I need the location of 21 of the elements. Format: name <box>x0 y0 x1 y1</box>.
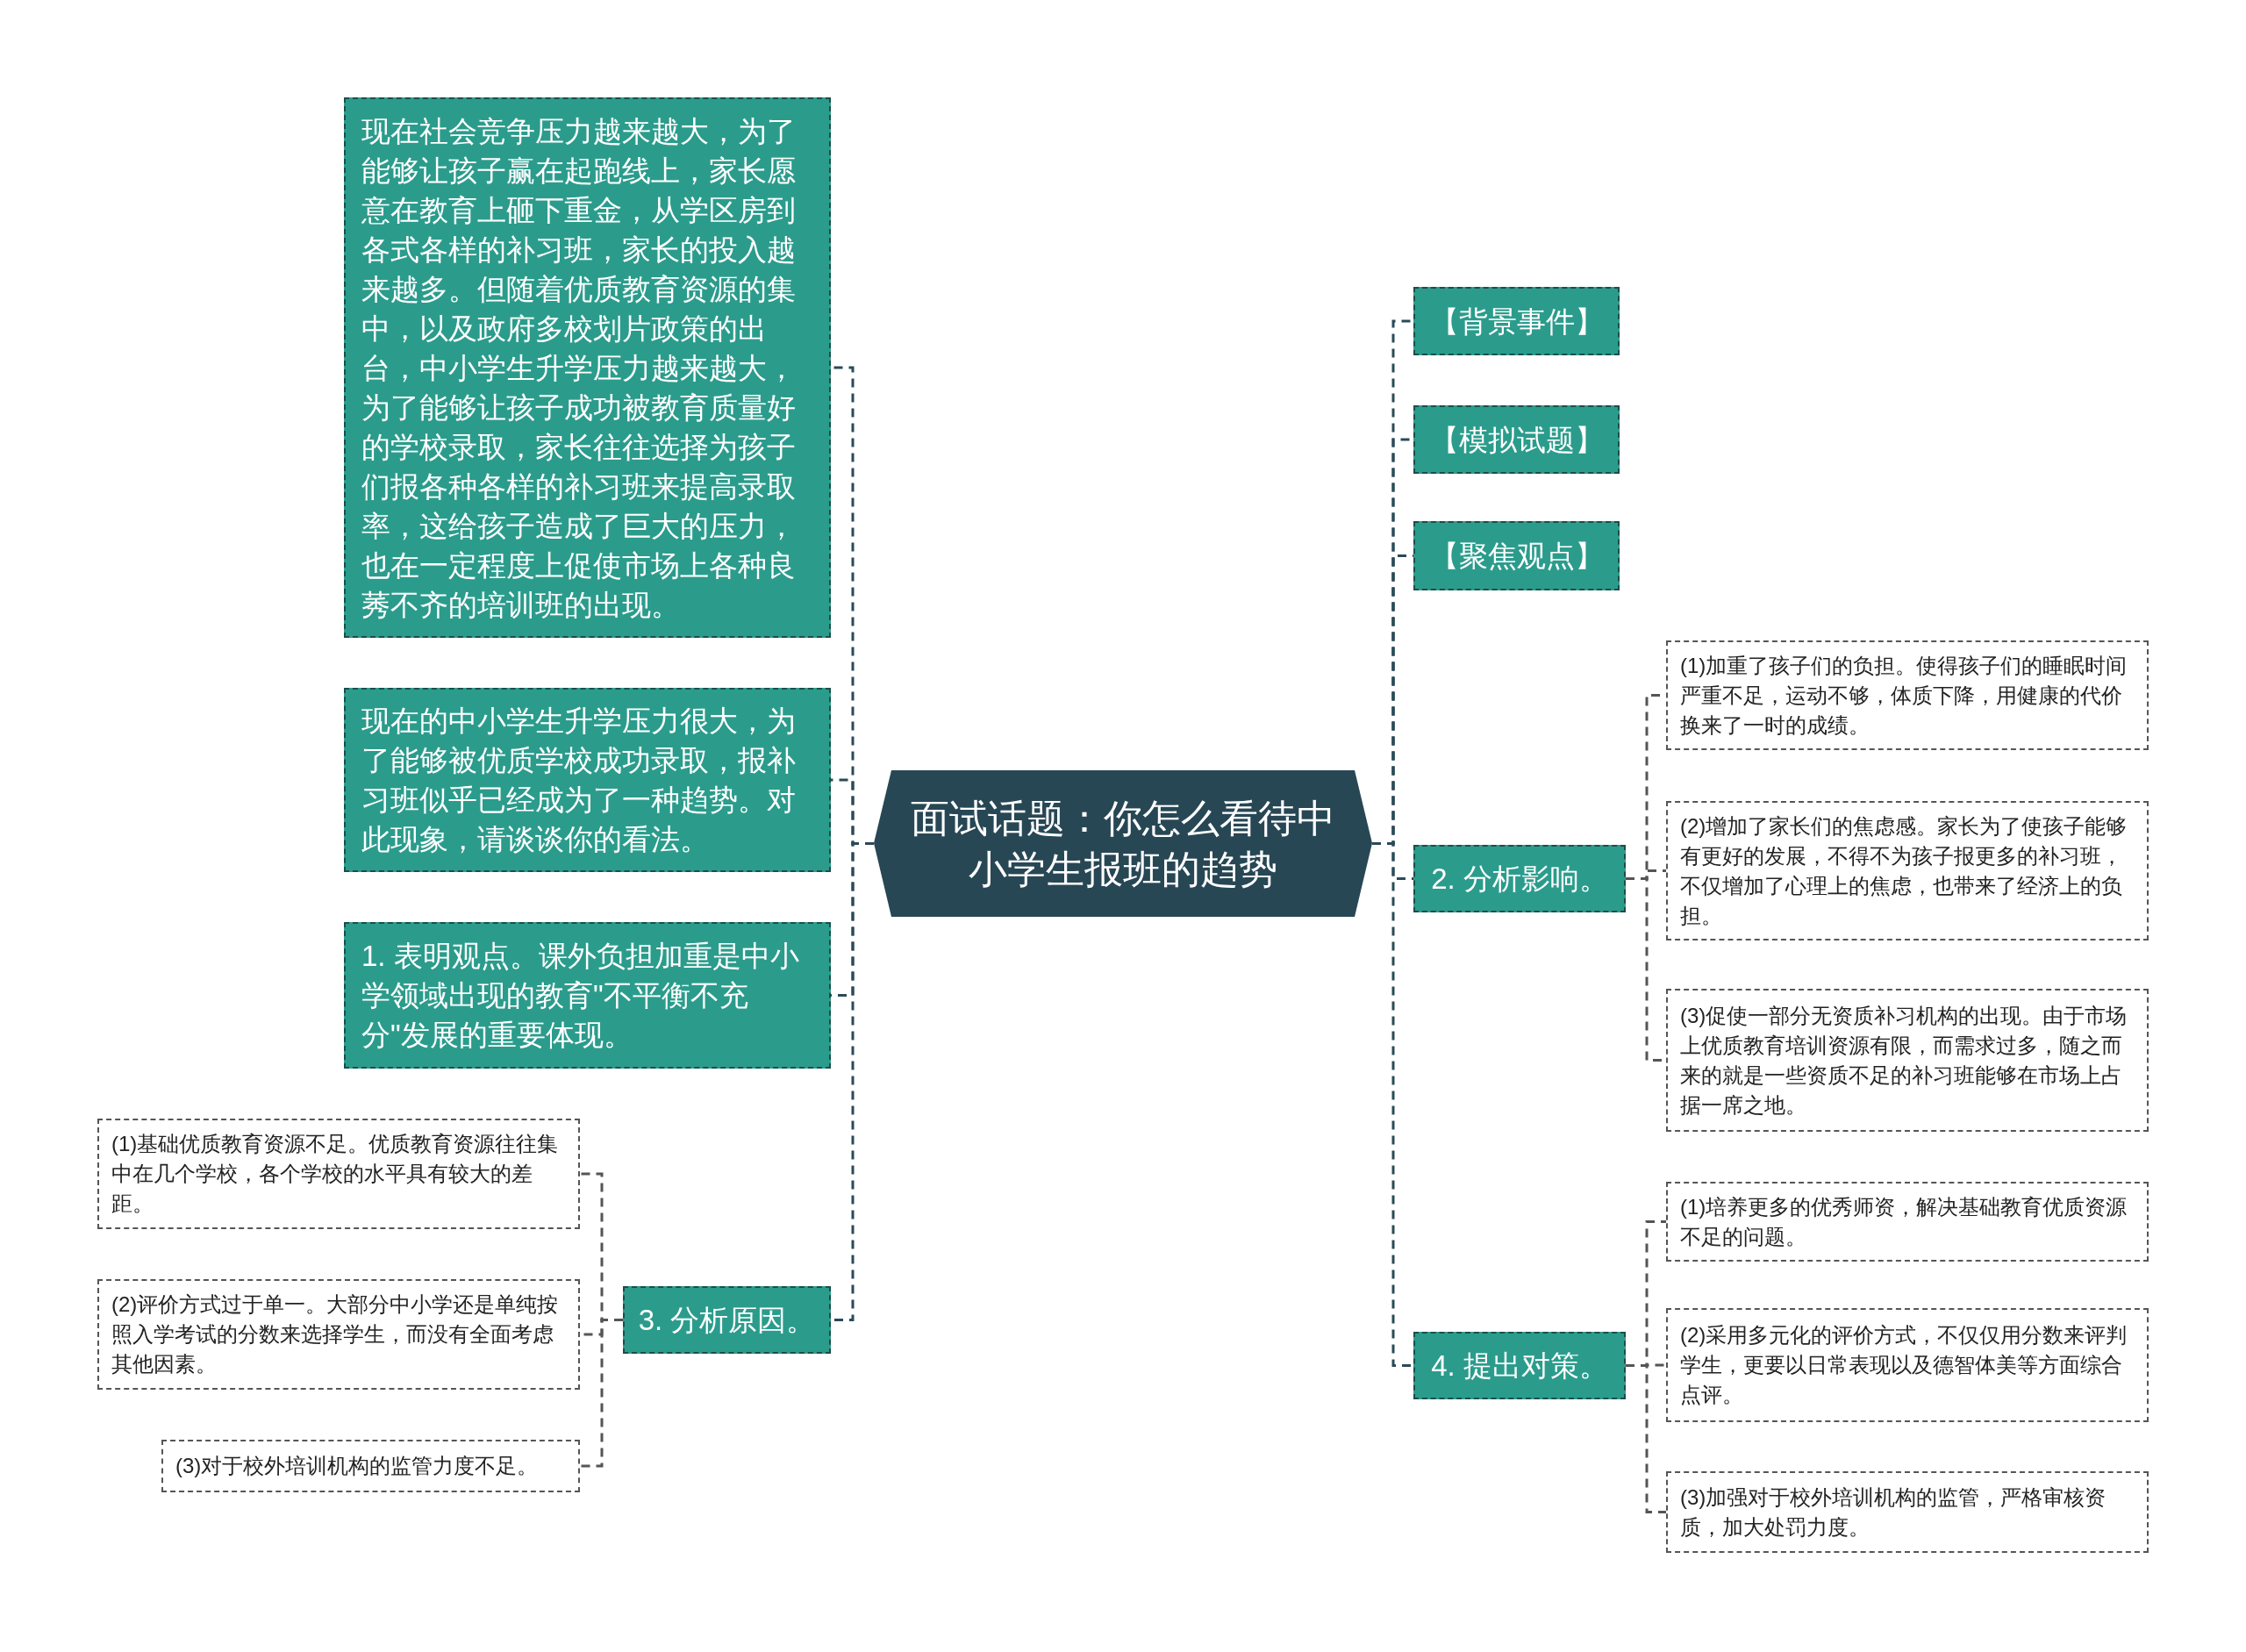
note-box: (2)采用多元化的评价方式，不仅仅用分数来评判学生，更要以日常表现以及德智体美等方面综合点评。 <box>1666 1308 2149 1422</box>
note-box: (2)评价方式过于单一。大部分中小学还是单纯按照入学考试的分数来选择学生，而没有全面考虑其他因素。 <box>97 1279 580 1390</box>
topic-box: 4. 提出对策。 <box>1413 1332 1626 1399</box>
note-box: (3)加强对于校外培训机构的监管，严格审核资质，加大处罚力度。 <box>1666 1471 2149 1553</box>
note-box: (3)对于校外培训机构的监管力度不足。 <box>161 1440 580 1492</box>
topic-box: 现在的中小学生升学压力很大，为了能够被优质学校成功录取，报补习班似乎已经成为了一种趋势。对此现象，请谈谈你的看法。 <box>344 688 831 872</box>
topic-box: 【背景事件】 <box>1413 287 1620 355</box>
connector <box>580 1319 623 1468</box>
topic-box: 1. 表明观点。课外负担加重是中小学领域出现的教育"不平衡不充分"发展的重要体现。 <box>344 922 831 1069</box>
note-box: (3)促使一部分无资质补习机构的出现。由于市场上优质教育培训资源有限，而需求过多，随之而来的就是一些资质不足的补习班能够在市场上占据一席之地。 <box>1666 989 2149 1132</box>
note-box: (1)培养更多的优秀师资，解决基础教育优质资源不足的问题。 <box>1666 1182 2149 1262</box>
connector <box>1626 1364 1666 1513</box>
topic-box: 现在社会竞争压力越来越大，为了能够让孩子赢在起跑线上，家长愿意在教育上砸下重金，从学区房到各式各样的补习班，家长的投入越来越多。但随着优质教育资源的集中，以及政府多校划片政策的出台，中小学生升学压力越来越大，为了能够让孩子成功被教育质量好的学校录取，家长往往选择为孩子们报各种各样的补习班来提高录取率，这给孩子造成了巨大的压力，也在一定程度上促使市场上各种良莠不齐的培训班的出现。 <box>344 97 831 638</box>
note-box: (1)加重了孩子们的负担。使得孩子们的睡眠时间严重不足，运动不够，体质下降，用健康的代价换来了一时的成绩。 <box>1666 640 2149 750</box>
note-box: (2)增加了家长们的焦虑感。家长为了使孩子能够有更好的发展，不得不为孩子报更多的补习班，不仅增加了心理上的焦虑，也带来了经济上的负担。 <box>1666 801 2149 940</box>
central-topic: 面试话题：你怎么看待中小学生报班的趋势 <box>874 770 1372 917</box>
topic-box: 2. 分析影响。 <box>1413 845 1626 912</box>
topic-box: 【聚焦观点】 <box>1413 521 1620 590</box>
note-box: (1)基础优质教育资源不足。优质教育资源往往集中在几个学校，各个学校的水平具有较大的差距。 <box>97 1119 580 1229</box>
topic-box: 3. 分析原因。 <box>623 1286 831 1354</box>
topic-box: 【模拟试题】 <box>1413 405 1620 474</box>
